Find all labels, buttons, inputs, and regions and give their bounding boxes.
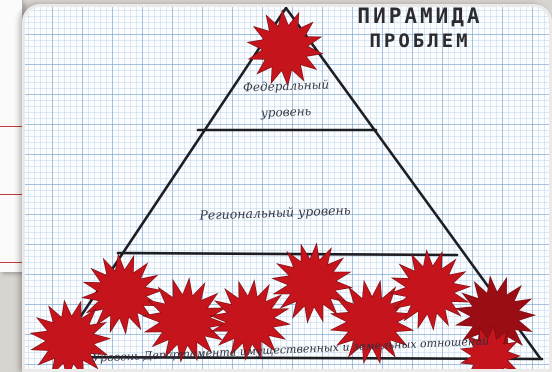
problem-star <box>247 10 322 86</box>
poster-title-line2: ПРОБЛЕМ <box>330 30 510 52</box>
problem-stars <box>31 10 535 372</box>
poster-title-line1: ПИРАМИДА <box>330 4 510 28</box>
problem-star <box>82 254 162 334</box>
